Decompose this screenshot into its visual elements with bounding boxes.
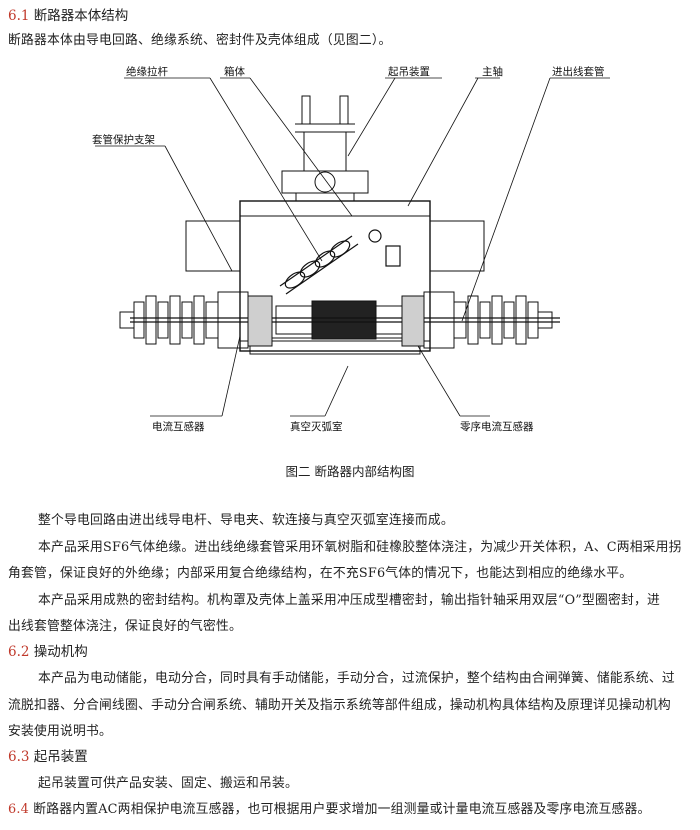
section-6-3-heading: 6.3 起吊装置 [8,749,88,766]
breaker-internal-structure-diagram: 绝缘拉杆 箱体 起吊装置 主轴 进出线套管 套管保护支架 电流互感器 真空灭弧室… [92,65,610,433]
section-number: 6.1 [8,8,30,24]
section-title: 断路器本体结构 [33,8,129,24]
label-main-shaft: 主轴 [482,65,503,78]
section-text: 断路器内置AC两相保护电流互感器，也可根据用户要求增加一组测量或计量电流互感器及… [33,802,651,817]
lifting-device [281,95,369,202]
left-bushing [119,291,249,349]
label-incoming-bushing: 进出线套管 [552,65,605,78]
section-6-2-heading: 6.2 操动机构 [8,644,88,661]
label-vacuum-interrupter: 真空灭弧室 [290,420,343,433]
leader-lines [95,77,610,417]
paragraph-mechanism-line2: 流脱扣器、分合闸线圈、手动分合闸系统、辅助开关及指示系统等部件组成，操动机构具体… [8,698,671,713]
section-number: 6.3 [8,749,30,765]
paragraph-conductor-path: 整个导电回路由进出线导电杆、导电夹、软连接与真空灭弧室连接而成。 [38,513,454,528]
section-number: 6.4 [8,802,29,817]
right-bushing [423,291,553,349]
section-6-4-text: 6.4 断路器内置AC两相保护电流互感器，也可根据用户要求增加一组测量或计量电流… [8,801,651,818]
label-current-transformer: 电流互感器 [152,420,205,433]
conductor [130,317,560,323]
section-6-1-heading: 6.1 断路器本体结构 [8,8,128,25]
figure-caption: 图二 断路器内部结构图 [285,464,415,479]
label-bushing-bracket: 套管保护支架 [92,133,155,146]
label-insulating-rod: 绝缘拉杆 [126,65,168,78]
insulating-rod [279,229,401,295]
current-transformers [247,295,425,347]
intro-text: 断路器本体由导电回路、绝缘系统、密封件及壳体组成（见图二）。 [8,33,392,48]
paragraph-lifting: 起吊装置可供产品安装、固定、搬运和吊装。 [38,776,298,791]
paragraph-insulation-line1: 本产品采用SF6气体绝缘。进出线绝缘套管采用环氧树脂和硅橡胶整体浇注，为减少开关… [38,540,682,555]
paragraph-sealing-line2: 出线套管整体浇注，保证良好的气密性。 [8,619,242,634]
paragraph-sealing-line1: 本产品采用成熟的密封结构。机构罩及壳体上盖采用冲压成型槽密封，输出指针轴采用双层… [38,593,661,608]
label-zero-sequence-ct: 零序电流互感器 [460,420,534,433]
section-title: 操动机构 [33,644,88,660]
paragraph-mechanism-line1: 本产品为电动储能，电动分合，同时具有手动储能，手动分合，过流保护，整个结构由合闸… [38,671,675,686]
diagram-labels: 绝缘拉杆 箱体 起吊装置 主轴 进出线套管 套管保护支架 电流互感器 真空灭弧室… [92,65,605,433]
paragraph-insulation-line2: 角套管，保证良好的外绝缘；内部采用复合绝缘结构，在不充SF6气体的情况下，也能达… [8,566,633,581]
section-title: 起吊装置 [33,749,88,765]
section-number: 6.2 [8,644,30,660]
vacuum-interrupter [275,300,407,340]
paragraph-mechanism-line3: 安装使用说明书。 [8,724,112,739]
label-lifting-device: 起吊装置 [388,65,430,78]
label-tank: 箱体 [224,65,245,78]
